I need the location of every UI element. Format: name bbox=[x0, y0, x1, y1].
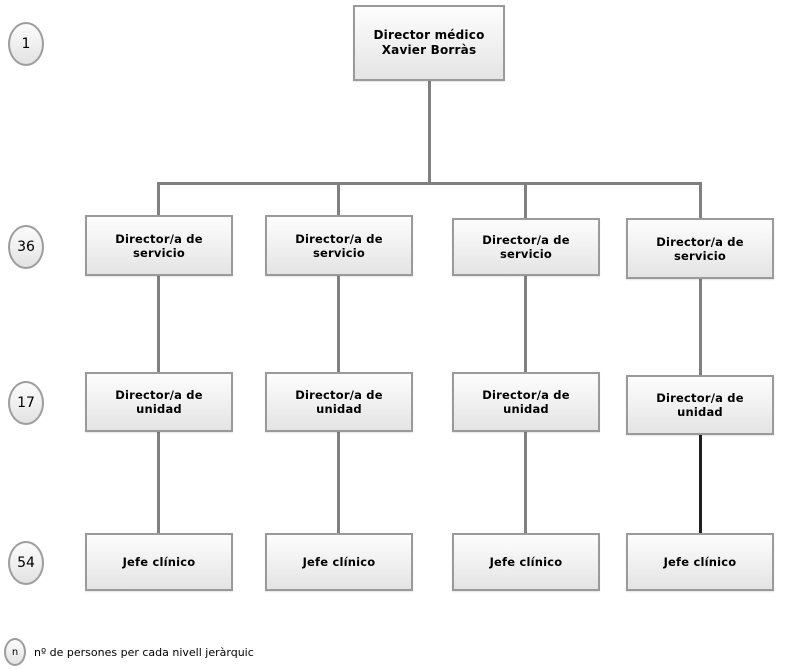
node-director-medico[interactable]: Director médico Xavier Borràs bbox=[353, 5, 505, 81]
connector-l3-l4-col1 bbox=[157, 432, 160, 533]
level-badge-3-value: 17 bbox=[17, 395, 35, 411]
node-jefe-clinico-3[interactable]: Jefe clínico bbox=[452, 533, 600, 591]
legend-badge-icon: n bbox=[4, 638, 26, 666]
node-director-unidad-4[interactable]: Director/a de unidad bbox=[626, 375, 774, 435]
connector-bus-drop-2 bbox=[337, 182, 340, 215]
level-badge-1-value: 1 bbox=[21, 36, 31, 52]
node-director-servicio-2[interactable]: Director/a de servicio bbox=[265, 215, 413, 276]
connector-l2-l3-col4 bbox=[699, 279, 702, 375]
legend: n nº de persones per cada nivell jeràrqu… bbox=[4, 638, 254, 666]
level-badge-3: 17 bbox=[8, 381, 44, 425]
node-director-servicio-1[interactable]: Director/a de servicio bbox=[85, 215, 233, 276]
connector-l3-l4-col3 bbox=[524, 432, 527, 533]
legend-badge-symbol: n bbox=[11, 646, 19, 658]
node-director-servicio-3-label: Director/a de servicio bbox=[482, 233, 570, 261]
connector-bus-drop-1 bbox=[157, 182, 160, 215]
connector-bus-drop-3 bbox=[524, 182, 527, 218]
node-jefe-clinico-1-label: Jefe clínico bbox=[122, 555, 196, 569]
node-director-unidad-4-label: Director/a de unidad bbox=[656, 391, 744, 419]
node-director-unidad-1[interactable]: Director/a de unidad bbox=[85, 372, 233, 432]
node-director-unidad-2[interactable]: Director/a de unidad bbox=[265, 372, 413, 432]
node-director-unidad-3[interactable]: Director/a de unidad bbox=[452, 372, 600, 432]
node-jefe-clinico-2-label: Jefe clínico bbox=[302, 555, 376, 569]
level-badge-2: 36 bbox=[8, 225, 44, 269]
node-director-unidad-2-label: Director/a de unidad bbox=[295, 388, 383, 416]
connector-root-stem bbox=[428, 81, 431, 184]
node-jefe-clinico-4[interactable]: Jefe clínico bbox=[626, 533, 774, 591]
node-director-servicio-4[interactable]: Director/a de servicio bbox=[626, 218, 774, 279]
connector-bus-level2 bbox=[157, 182, 702, 185]
connector-l3-l4-col2 bbox=[337, 432, 340, 533]
node-jefe-clinico-2[interactable]: Jefe clínico bbox=[265, 533, 413, 591]
connector-bus-drop-4 bbox=[699, 182, 702, 218]
level-badge-4: 54 bbox=[8, 541, 44, 585]
node-director-medico-label: Director médico Xavier Borràs bbox=[373, 28, 485, 57]
legend-description: nº de persones per cada nivell jeràrquic bbox=[34, 645, 254, 659]
connector-l2-l3-col3 bbox=[524, 276, 527, 372]
node-jefe-clinico-3-label: Jefe clínico bbox=[489, 555, 563, 569]
connector-l3-l4-col4 bbox=[699, 435, 702, 533]
connector-l2-l3-col1 bbox=[157, 276, 160, 372]
node-director-unidad-1-label: Director/a de unidad bbox=[115, 388, 203, 416]
node-director-servicio-4-label: Director/a de servicio bbox=[656, 234, 744, 263]
node-director-unidad-3-label: Director/a de unidad bbox=[482, 388, 570, 416]
level-badge-4-value: 54 bbox=[17, 555, 35, 571]
node-director-servicio-2-label: Director/a de servicio bbox=[295, 231, 383, 260]
level-badge-1: 1 bbox=[8, 22, 44, 66]
node-director-servicio-1-label: Director/a de servicio bbox=[115, 231, 203, 260]
node-director-servicio-3[interactable]: Director/a de servicio bbox=[452, 218, 600, 276]
node-jefe-clinico-4-label: Jefe clínico bbox=[663, 555, 737, 569]
node-jefe-clinico-1[interactable]: Jefe clínico bbox=[85, 533, 233, 591]
level-badge-2-value: 36 bbox=[17, 239, 35, 255]
connector-l2-l3-col2 bbox=[337, 276, 340, 372]
